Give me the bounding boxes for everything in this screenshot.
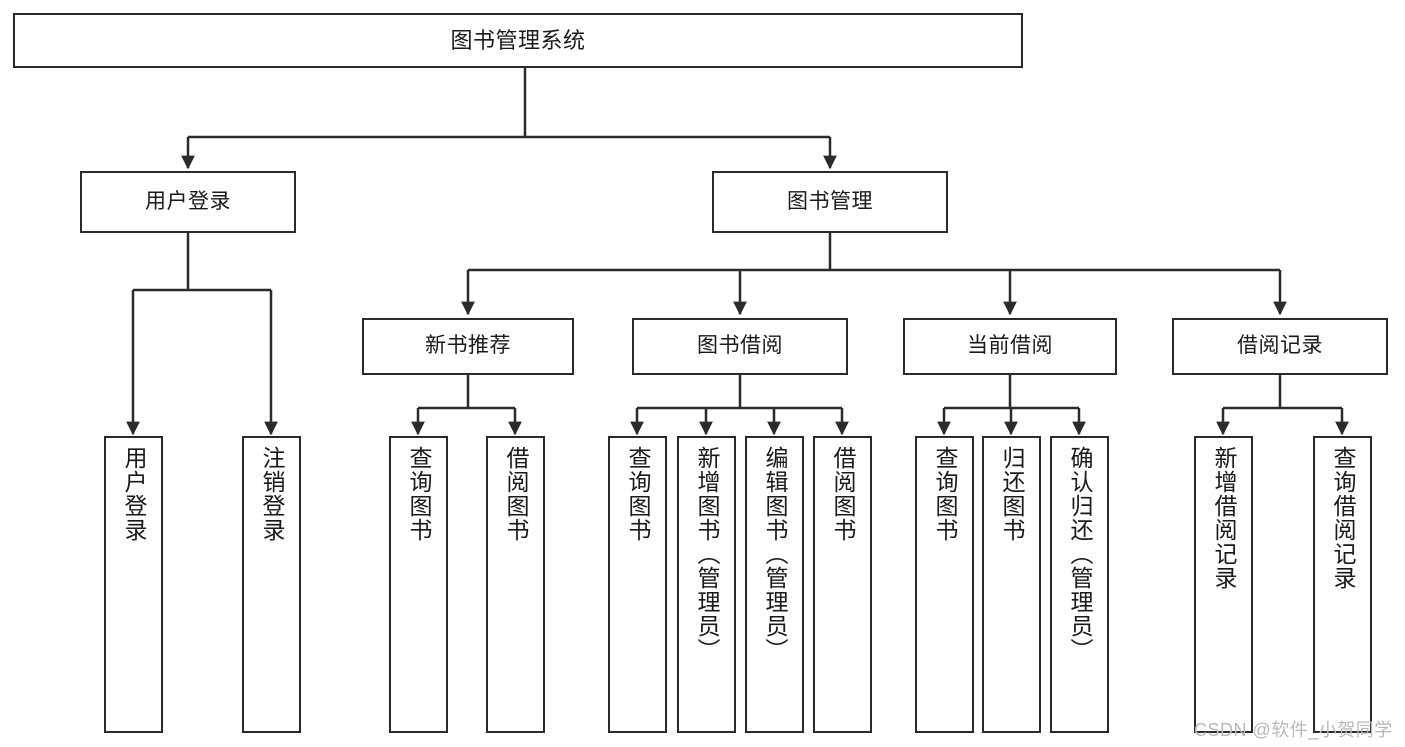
node-user-login-label: 用户登录	[145, 189, 231, 213]
node-leaf-query-book-1[interactable]: 查询图书	[389, 436, 448, 733]
node-leaf-edit-book-label: 编辑图书（管理员）	[762, 446, 788, 662]
node-borrow-record[interactable]: 借阅记录	[1172, 318, 1388, 375]
node-leaf-query-book-3[interactable]: 查询图书	[915, 436, 974, 733]
node-root[interactable]: 图书管理系统	[13, 13, 1023, 68]
node-leaf-return-book[interactable]: 归还图书	[982, 436, 1041, 733]
node-leaf-borrow-book-2-label: 借阅图书	[830, 446, 856, 542]
node-leaf-borrow-book-1-label: 借阅图书	[503, 446, 529, 542]
node-leaf-add-record-label: 新增借阅记录	[1211, 446, 1237, 590]
node-leaf-query-record[interactable]: 查询借阅记录	[1313, 436, 1372, 733]
node-leaf-user-login-label: 用户登录	[121, 446, 147, 542]
node-book-borrow[interactable]: 图书借阅	[632, 318, 848, 375]
node-leaf-query-book-2-label: 查询图书	[625, 446, 651, 542]
node-borrow-record-label: 借阅记录	[1237, 334, 1323, 358]
node-leaf-add-record[interactable]: 新增借阅记录	[1194, 436, 1253, 733]
node-new-book-rec-label: 新书推荐	[425, 334, 511, 358]
node-leaf-borrow-book-2[interactable]: 借阅图书	[813, 436, 872, 733]
node-book-manage[interactable]: 图书管理	[712, 171, 948, 233]
node-leaf-add-book-label: 新增图书（管理员）	[694, 446, 720, 662]
node-current-borrow-label: 当前借阅	[967, 334, 1053, 358]
node-leaf-confirm-return[interactable]: 确认归还（管理员）	[1050, 436, 1109, 733]
node-leaf-query-book-1-label: 查询图书	[406, 446, 432, 542]
node-current-borrow[interactable]: 当前借阅	[903, 318, 1117, 375]
node-leaf-user-login[interactable]: 用户登录	[104, 436, 163, 733]
node-leaf-query-book-3-label: 查询图书	[932, 446, 958, 542]
node-user-login[interactable]: 用户登录	[80, 171, 296, 233]
node-leaf-add-book[interactable]: 新增图书（管理员）	[677, 436, 736, 733]
node-leaf-confirm-return-label: 确认归还（管理员）	[1067, 446, 1093, 662]
node-book-manage-label: 图书管理	[787, 189, 873, 213]
node-leaf-logout[interactable]: 注销登录	[242, 436, 301, 733]
node-leaf-logout-label: 注销登录	[259, 446, 285, 542]
node-book-borrow-label: 图书借阅	[697, 334, 783, 358]
node-leaf-return-book-label: 归还图书	[999, 446, 1025, 542]
node-root-label: 图书管理系统	[450, 27, 586, 53]
node-leaf-borrow-book-1[interactable]: 借阅图书	[486, 436, 545, 733]
node-leaf-query-book-2[interactable]: 查询图书	[608, 436, 667, 733]
node-leaf-query-record-label: 查询借阅记录	[1330, 446, 1356, 590]
node-leaf-edit-book[interactable]: 编辑图书（管理员）	[745, 436, 804, 733]
node-new-book-rec[interactable]: 新书推荐	[362, 318, 574, 375]
